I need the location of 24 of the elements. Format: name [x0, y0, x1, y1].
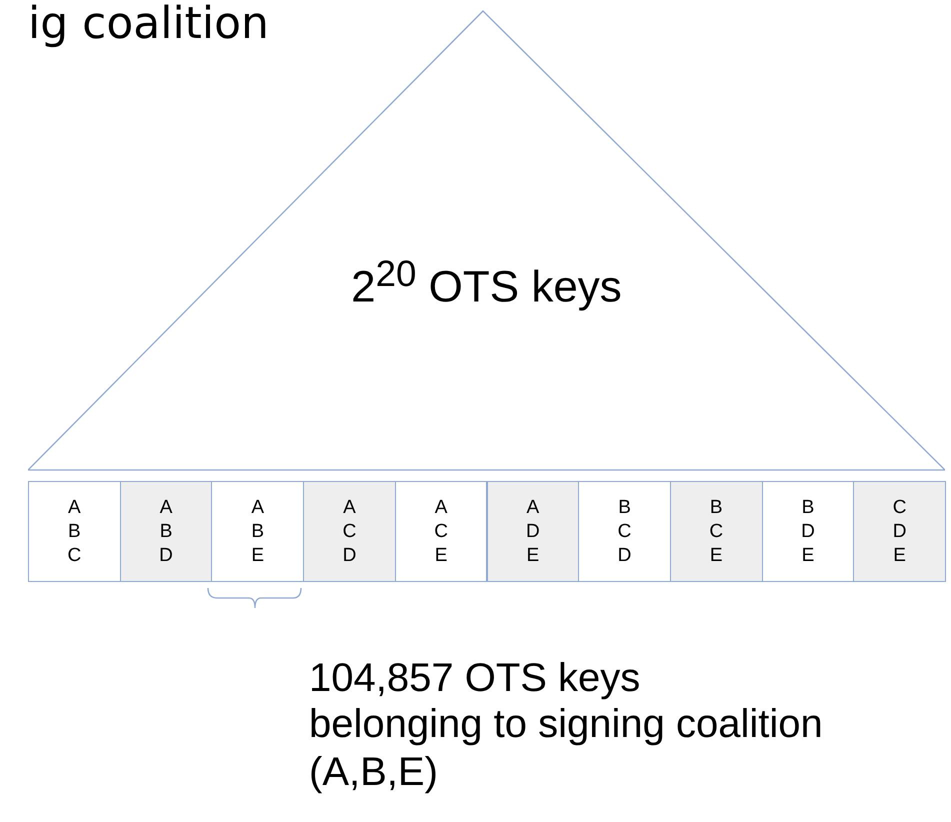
- coalition-cell: [303, 481, 396, 582]
- coalition-cell: [670, 481, 763, 582]
- coalition-cell: [486, 481, 580, 582]
- cell-letters: C D E: [892, 496, 907, 568]
- coalition-cell: [211, 481, 304, 582]
- coalition-cell: [762, 481, 854, 582]
- annotation-text: belonging to signing coalition (A,B,E): [309, 701, 824, 796]
- heading-fragment: ig coalition: [28, 0, 269, 51]
- coalition-cell: [28, 481, 121, 582]
- cell-letters: B D E: [800, 496, 815, 568]
- cell-letters: A B E: [250, 496, 265, 568]
- cell-letters: A B D: [159, 496, 174, 568]
- coalition-cell: [853, 481, 946, 582]
- cell-letters: B C E: [709, 496, 724, 568]
- cell-letters: A D E: [526, 496, 540, 568]
- cell-letters: A C D: [342, 496, 356, 568]
- cell-letters: A B C: [67, 496, 82, 568]
- cell-letters: B C D: [618, 496, 632, 568]
- triangle-label: 2$^{20}$ OTS keys: [350, 252, 623, 314]
- coalition-cell: [578, 481, 671, 582]
- annotation-text: 104,857 OTS keys: [309, 655, 640, 702]
- coalition-cell: [394, 481, 488, 582]
- cell-letters: A C E: [434, 496, 448, 568]
- coalition-cell: [120, 481, 212, 582]
